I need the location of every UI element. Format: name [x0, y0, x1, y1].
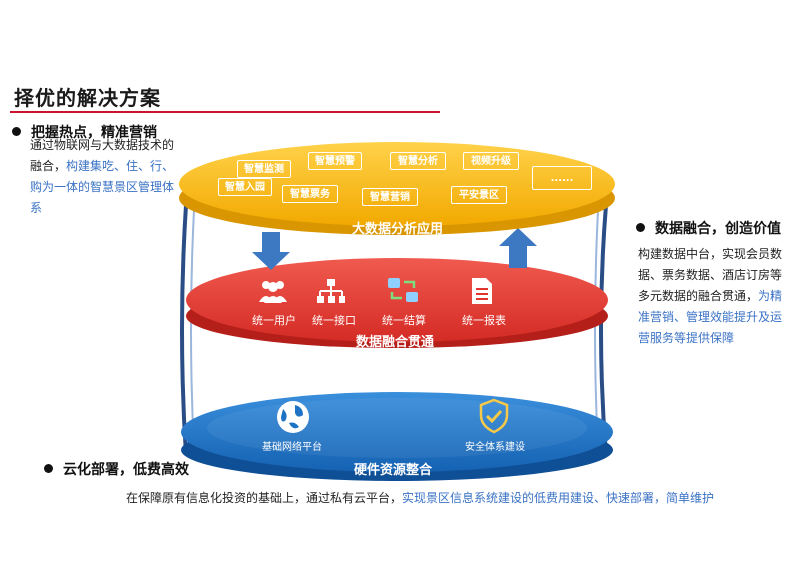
up-arrow-icon [499, 228, 537, 268]
title-underline [10, 111, 440, 113]
point-2-text: 构建数据中台，实现会员数据、票务数据、酒店订房等多元数据的融合贯通，为精准营销、… [638, 244, 788, 349]
bottom-layer-title: 硬件资源整合 [354, 463, 433, 478]
middle-layer-disk [186, 258, 608, 342]
top-layer-title: 大数据分析应用 [352, 222, 444, 237]
middle-item-unified-interface: 统一接口 [312, 314, 356, 327]
shield-icon [479, 398, 509, 434]
middle-item-unified-settlement: 统一结算 [382, 314, 426, 327]
users-icon [259, 281, 287, 303]
point-1-heading: 把握热点，精准营销 [12, 122, 157, 142]
point-3-text: 在保障原有信息化投资的基础上，通过私有云平台，实现景区信息系统建设的低费用建设、… [126, 489, 714, 506]
point-2-text-highlight: 为精准营销、管理效能提升及运营服务等提供保障 [638, 289, 783, 345]
middle-layer-title: 数据融合贯通 [356, 335, 435, 350]
point-3-text-highlight: 实现景区信息系统建设的低费用建设、快速部署，简单维护 [402, 491, 715, 505]
middle-item-unified-user: 统一用户 [252, 314, 296, 327]
right-pillar-inner [594, 209, 599, 451]
point-1-text-highlight: 构建集吃、住、行、购为一体的智慧景区管理体系 [30, 159, 175, 215]
point-1-text: 通过物联网与大数据技术的融合，构建集吃、住、行、购为一体的智慧景区管理体系 [30, 135, 180, 219]
page-title: 择优的解决方案 [14, 86, 161, 110]
point-2-text-plain: 构建数据中台，实现会员数据、票务数据、酒店订房等多元数据的融合贯通， [638, 247, 783, 303]
tag-smart-monitoring: 智慧监测 [237, 160, 291, 178]
point-3-text-plain: 在保障原有信息化投资的基础上，通过私有云平台， [126, 491, 403, 505]
top-layer-disk [179, 142, 615, 226]
tag-video-upgrade: 视频升级 [463, 152, 519, 170]
interface-icon [317, 279, 345, 303]
bottom-item-security: 安全体系建设 [465, 442, 525, 453]
tag-safe-scenic: 平安景区 [451, 186, 507, 204]
point-3-heading: 云化部署，低费高效 [44, 459, 189, 479]
tag-more: ...... [532, 166, 592, 190]
left-pillar [180, 204, 188, 456]
globe-icon [277, 401, 309, 433]
bullet-icon [636, 222, 645, 232]
bullet-icon [12, 126, 21, 136]
middle-item-unified-report: 统一报表 [462, 314, 506, 327]
tag-smart-marketing: 智慧营销 [362, 188, 418, 206]
down-arrow-icon [252, 232, 290, 270]
right-pillar [599, 204, 608, 456]
tag-smart-entry: 智慧入园 [218, 178, 272, 196]
settlement-icon [388, 278, 418, 302]
report-icon [472, 278, 492, 304]
left-pillar-inner [190, 209, 195, 451]
point-2-heading: 数据融合，创造价值 [636, 218, 781, 238]
tag-smart-analysis: 智慧分析 [390, 152, 446, 170]
bullet-icon [44, 463, 53, 473]
tag-smart-ticketing: 智慧票务 [282, 185, 338, 203]
bottom-item-network: 基础网络平台 [262, 442, 322, 453]
point-1-text-plain: 通过物联网与大数据技术的融合， [30, 138, 175, 173]
tag-smart-warning: 智慧预警 [308, 152, 362, 170]
